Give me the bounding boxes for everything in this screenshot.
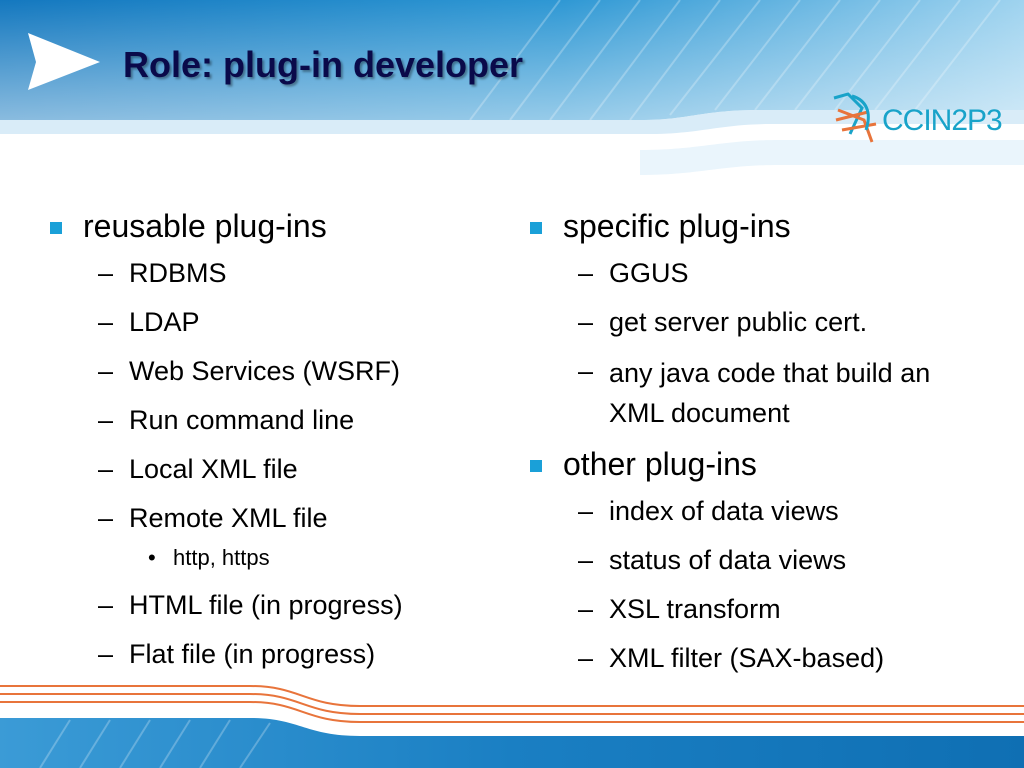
list-item: –XML filter (SAX-based): [530, 640, 990, 677]
right-column: specific plug-ins –GGUS –get server publ…: [530, 207, 990, 689]
square-bullet-icon: [50, 222, 62, 234]
list-heading: other plug-ins: [530, 445, 990, 483]
list-item-text: RDBMS: [129, 258, 227, 288]
dash-icon: –: [578, 594, 594, 624]
list-item: –index of data views: [530, 493, 990, 530]
header-background: [0, 0, 1024, 175]
list-item-text: Run command line: [129, 405, 355, 435]
heading-text: reusable plug-ins: [83, 208, 327, 244]
list-item-text: index of data views: [609, 496, 839, 526]
dash-icon: –: [98, 258, 114, 288]
list-item-text: LDAP: [129, 307, 200, 337]
list-item: –Local XML file: [50, 451, 490, 488]
list-item-text: Local XML file: [129, 454, 298, 484]
square-bullet-icon: [530, 460, 542, 472]
heading-text: specific plug-ins: [563, 208, 791, 244]
list-item: –Remote XML file: [50, 500, 490, 537]
dash-icon: –: [578, 643, 594, 673]
list-item-text: any java code that build an XML document: [609, 358, 931, 428]
list-item-text: get server public cert.: [609, 307, 868, 337]
dash-icon: –: [98, 454, 114, 484]
list-item: –get server public cert.: [530, 304, 990, 341]
square-bullet-icon: [530, 222, 542, 234]
dash-icon: –: [98, 590, 114, 620]
play-arrow-icon: [28, 33, 100, 90]
dash-icon: –: [98, 503, 114, 533]
list-item: –Web Services (WSRF): [50, 353, 490, 390]
dash-icon: –: [98, 307, 114, 337]
list-item: –HTML file (in progress): [50, 587, 490, 624]
heading-text: other plug-ins: [563, 446, 757, 482]
dash-icon: –: [578, 258, 594, 288]
dash-icon: –: [578, 307, 594, 337]
list-item: –Run command line: [50, 402, 490, 439]
list-item: –XSL transform: [530, 591, 990, 628]
list-item: –RDBMS: [50, 255, 490, 292]
ccin2p3-logo-icon: [833, 92, 877, 143]
list-item: –status of data views: [530, 542, 990, 579]
list-item-text: status of data views: [609, 545, 847, 575]
dash-icon: –: [98, 405, 114, 435]
dash-icon: –: [578, 356, 594, 386]
list-item-text: HTML file (in progress): [129, 590, 403, 620]
dot-bullet-icon: •: [148, 545, 156, 570]
list-item: –any java code that build an XML documen…: [530, 353, 989, 433]
list-heading: reusable plug-ins: [50, 207, 490, 245]
dash-icon: –: [578, 545, 594, 575]
left-column: reusable plug-ins –RDBMS –LDAP –Web Serv…: [50, 207, 490, 685]
list-item-text: GGUS: [609, 258, 689, 288]
logo-text: CCIN2P3: [882, 104, 1003, 137]
list-item: –GGUS: [530, 255, 990, 292]
list-item: –Flat file (in progress): [50, 636, 490, 673]
list-item-text: Flat file (in progress): [129, 639, 376, 669]
sub-list-item-text: http, https: [173, 545, 270, 570]
list-item: –LDAP: [50, 304, 490, 341]
list-heading: specific plug-ins: [530, 207, 990, 245]
list-item-text: Web Services (WSRF): [129, 356, 401, 386]
footer-decoration: [0, 685, 1024, 768]
dash-icon: –: [98, 356, 114, 386]
sub-list-item: • http, https: [50, 545, 490, 571]
page-title: Role: plug-in developer: [123, 44, 524, 85]
dash-icon: –: [578, 496, 594, 526]
list-item-text: XSL transform: [609, 594, 781, 624]
list-item-text: XML filter (SAX-based): [609, 643, 885, 673]
list-item-text: Remote XML file: [129, 503, 328, 533]
dash-icon: –: [98, 639, 114, 669]
